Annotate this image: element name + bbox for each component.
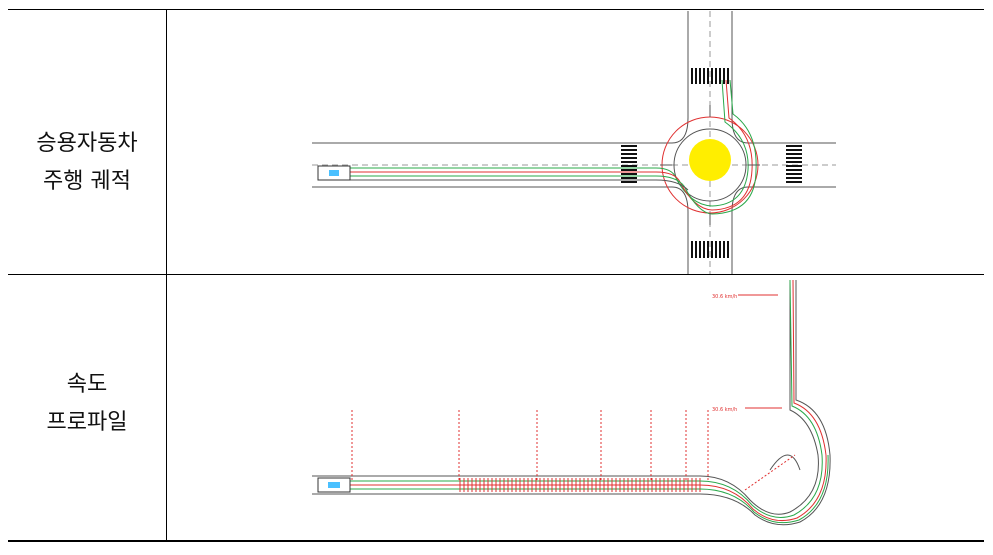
row-label-trajectory: 승용자동차 주행 궤적 (8, 125, 166, 201)
row-label-speed-line2: 프로파일 (46, 410, 128, 435)
roundabout-island (689, 139, 731, 181)
row-label-trajectory-line1: 승용자동차 (36, 131, 138, 156)
car-icon (317, 477, 351, 493)
speed-road-horizontal (312, 475, 700, 495)
speed-marker-lines (351, 410, 709, 480)
speed-profile-drawing: 30.6 km/h 30.6 km/h (312, 279, 831, 526)
direction-arrows-icon (660, 105, 760, 225)
speed-hatching (459, 478, 701, 492)
row-label-speed-profile: 속도 프로파일 (8, 366, 166, 442)
crosswalk-west (621, 145, 637, 183)
vehicle-trajectory (350, 79, 757, 215)
speed-label-upper: 30.6 km/h (712, 294, 737, 300)
crosswalk-east (786, 145, 802, 183)
table-top-border (8, 9, 984, 10)
crosswalk-north (691, 68, 729, 84)
horizontal-road (312, 142, 836, 188)
speed-road-curve (699, 279, 831, 526)
row-divider (8, 274, 984, 275)
row-label-speed-line1: 속도 (66, 372, 108, 397)
row-label-trajectory-line2: 주행 궤적 (43, 169, 131, 194)
comparison-table: 승용자동차 주행 궤적 속도 프로파일 (8, 9, 984, 542)
crosswalk-south (691, 241, 729, 258)
speed-label-middle: 30.6 km/h (712, 407, 737, 413)
car-icon (317, 165, 351, 181)
roundabout-inner-ring (673, 128, 747, 202)
speed-annotation-leaders (738, 294, 782, 409)
column-divider (166, 9, 167, 542)
trajectory-drawing (312, 11, 836, 274)
table-bottom-border (8, 540, 984, 542)
